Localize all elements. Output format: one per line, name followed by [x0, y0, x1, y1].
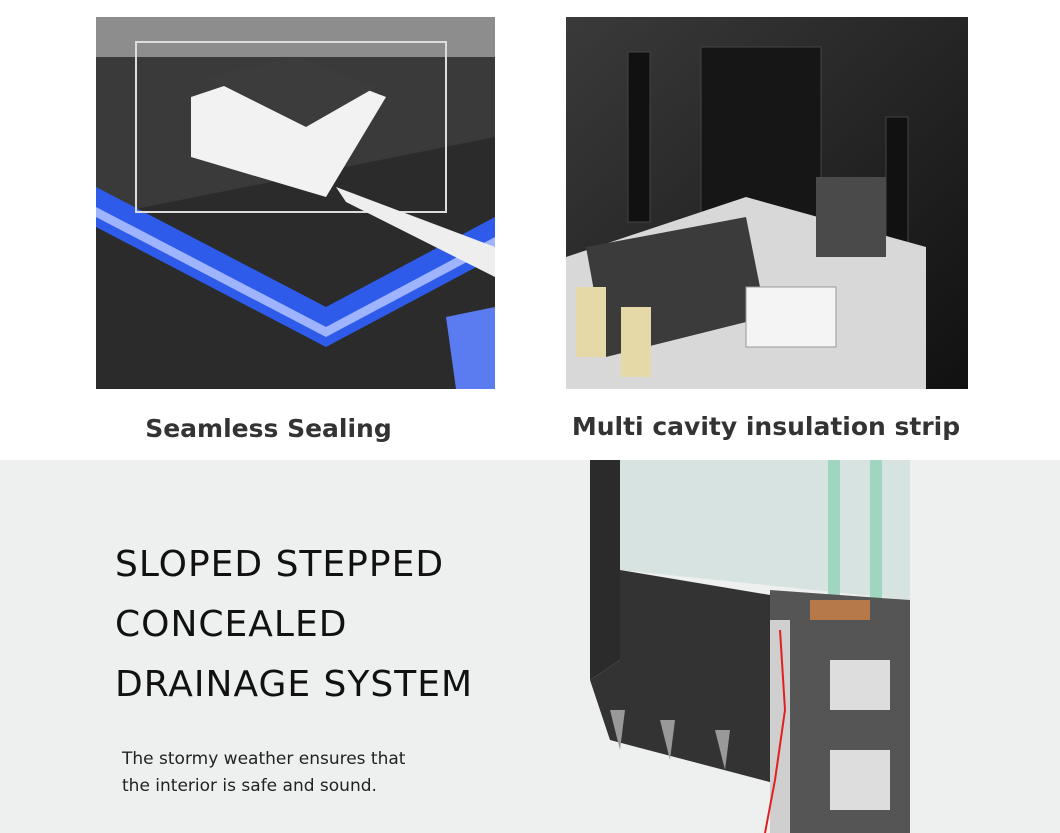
drainage-section: SLOPED STEPPED CONCEALED DRAINAGE SYSTEM…: [0, 460, 1060, 833]
window-frame-cross-section-illustration: [590, 460, 910, 833]
drainage-description: The stormy weather ensures that the inte…: [122, 746, 405, 800]
insulation-profile-illustration: [566, 17, 968, 389]
sealant-corner-illustration: [96, 17, 495, 389]
caption-multi-cavity-insulation-strip: Multi cavity insulation strip: [571, 412, 961, 441]
insulation-strip-image: [566, 17, 968, 389]
description-line: the interior is safe and sound.: [122, 776, 377, 796]
headline-line: CONCEALED: [115, 604, 348, 645]
description-line: The stormy weather ensures that: [122, 749, 406, 769]
caption-seamless-sealing: Seamless Sealing: [145, 414, 392, 443]
seamless-sealing-image: [96, 17, 495, 389]
headline-line: SLOPED STEPPED: [115, 544, 445, 585]
headline-line: DRAINAGE SYSTEM: [115, 664, 474, 705]
drainage-headline: SLOPED STEPPED CONCEALED DRAINAGE SYSTEM: [115, 535, 473, 715]
